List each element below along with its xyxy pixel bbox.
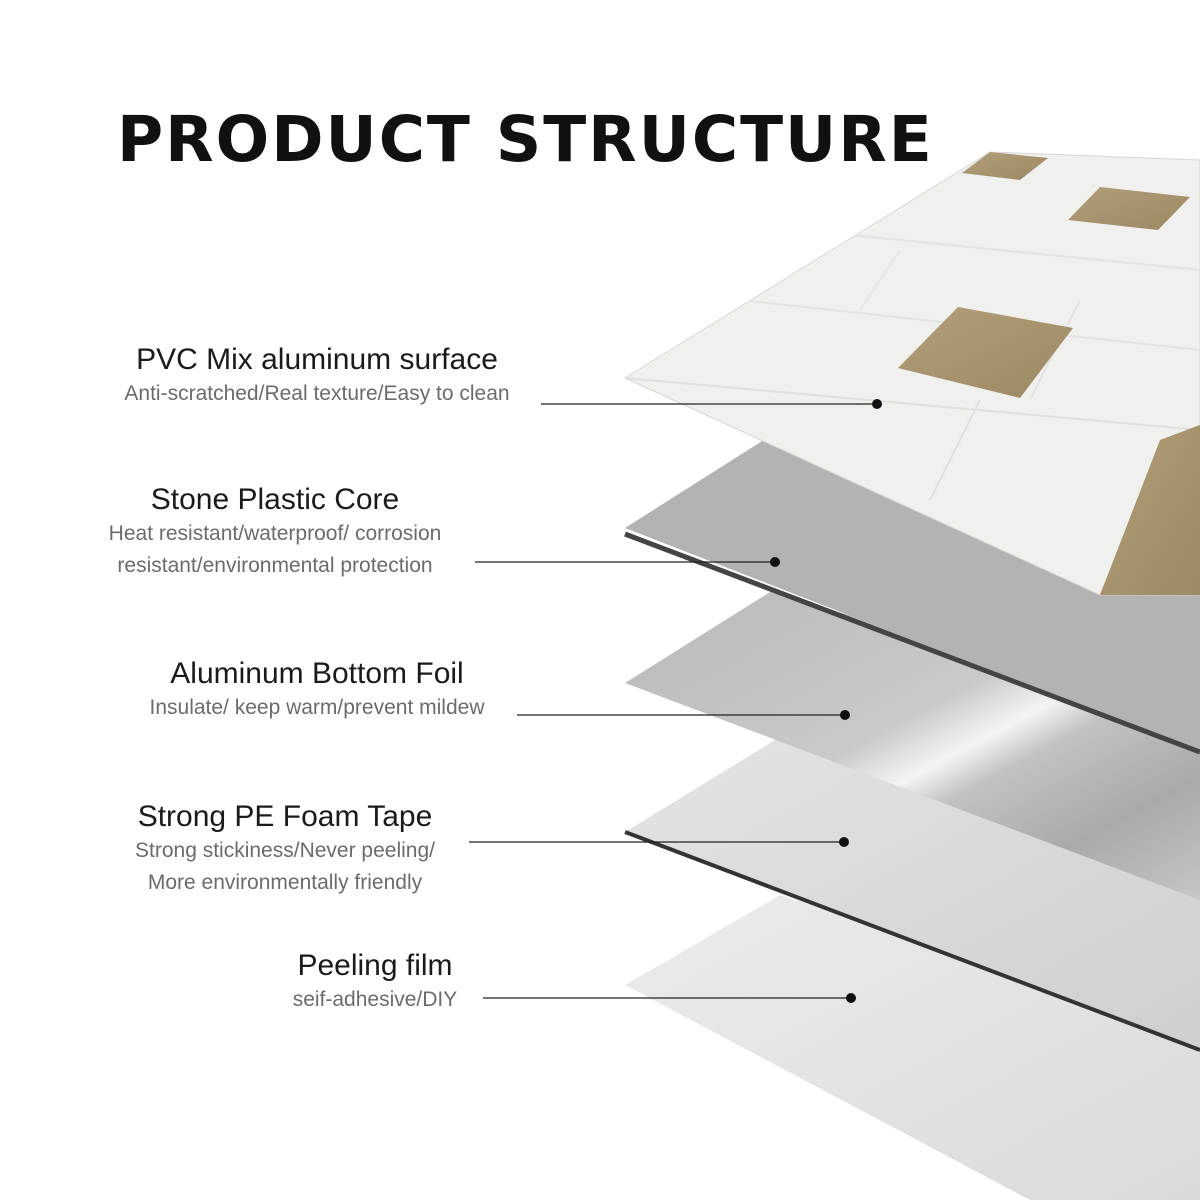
gold-tile (898, 307, 1073, 398)
layer-description: Strong stickiness/Never peeling/ (135, 839, 435, 862)
stone-plastic-core-layer (625, 436, 1200, 752)
layer-name: Stone Plastic Core (150, 483, 400, 516)
layer-label-peeling-film: Peeling film seif-adhesive/DIY (240, 948, 510, 1016)
leader-aluminum-foil (517, 710, 850, 720)
layer-label-aluminum-foil: Aluminum Bottom Foil Insulate/ keep warm… (112, 656, 522, 724)
layer-name: Strong PE Foam Tape (137, 800, 433, 833)
layer-label-foam-tape: Strong PE Foam Tape Strong stickiness/Ne… (90, 799, 480, 899)
pvc-surface-layer (623, 151, 1200, 596)
layer-name: PVC Mix aluminum surface (136, 343, 498, 376)
leader-foam-tape (469, 837, 849, 847)
layer-label-stone-core: Stone Plastic Core Heat resistant/waterp… (70, 482, 480, 582)
layer-description: seif-adhesive/DIY (292, 988, 458, 1011)
layer-name: Peeling film (297, 949, 453, 982)
leader-peeling-film (483, 993, 856, 1003)
page-title: PRODUCT STRUCTURE (117, 103, 934, 176)
aluminum-foil-layer (625, 592, 1200, 900)
layer-description: More environmentally friendly (147, 871, 423, 894)
layer-name: Aluminum Bottom Foil (170, 657, 464, 690)
layer-description: resistant/environmental protection (117, 554, 433, 577)
leader-pvc-surface (541, 399, 882, 409)
layer-description: Heat resistant/waterproof/ corrosion (108, 522, 442, 545)
pe-foam-tape-edge (624, 830, 1200, 1052)
layer-description: Insulate/ keep warm/prevent mildew (149, 696, 485, 719)
layer-description: Anti-scratched/Real texture/Easy to clea… (124, 382, 510, 405)
gold-tile (962, 152, 1048, 180)
layer-label-pvc-surface: PVC Mix aluminum surface Anti-scratched/… (97, 342, 537, 410)
peeling-film-layer (625, 895, 1200, 1200)
gold-tile (1100, 425, 1200, 595)
leader-stone-core (475, 557, 780, 567)
gold-tile (1068, 187, 1190, 230)
stone-plastic-core-edge (624, 531, 1200, 755)
pe-foam-tape-layer (625, 737, 1200, 1050)
